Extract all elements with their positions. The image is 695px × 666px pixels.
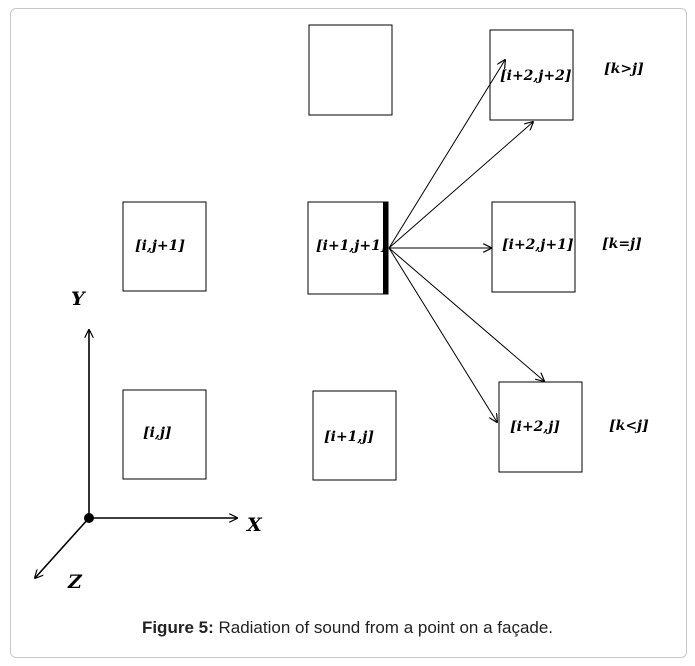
cell-i-j1	[122, 201, 207, 292]
ray-to-i2-j2-upper	[388, 60, 505, 249]
cell-i-j	[122, 389, 207, 480]
facade-segment	[383, 202, 388, 294]
label-i2-j1: [i+2,j+1]	[502, 237, 574, 253]
cell-top-empty	[308, 24, 393, 116]
figure-caption: Figure 5: Radiation of sound from a poin…	[0, 618, 695, 638]
condition-k-gt-j: [k>j]	[604, 61, 644, 77]
origin-point	[84, 513, 94, 523]
caption-text: Radiation of sound from a point on a faç…	[213, 618, 554, 637]
z-axis-label: Z	[67, 571, 83, 593]
coordinate-axes	[35, 330, 237, 578]
caption-label: Figure 5:	[141, 618, 214, 637]
cell-i2-j	[498, 381, 583, 473]
label-i-j: [i,j]	[143, 425, 172, 441]
ray-to-i2-j2-lower	[388, 122, 533, 249]
cell-i1-j	[312, 390, 397, 481]
radiation-rays	[388, 60, 544, 422]
label-i1-j: [i+1,j]	[324, 429, 374, 445]
x-axis-label: X	[246, 514, 263, 536]
cell-i1-j1	[307, 201, 389, 295]
y-axis-label: Y	[71, 288, 87, 310]
condition-k-lt-j: [k<j]	[609, 418, 649, 434]
ray-to-i2-j-upper	[388, 247, 544, 381]
z-axis	[35, 517, 90, 578]
label-i2-j2: [i+2,j+2]	[500, 68, 572, 84]
cell-i2-j1	[491, 201, 576, 293]
figure-frame	[10, 8, 687, 658]
label-i-j1: [i,j+1]	[135, 238, 185, 254]
ray-to-i2-j-lower	[388, 247, 497, 422]
label-i2-j: [i+2,j]	[510, 419, 560, 435]
cell-i2-j2	[489, 29, 574, 121]
label-i1-j1: [i+1,j+1]	[316, 238, 388, 254]
condition-k-eq-j: [k=j]	[602, 236, 642, 252]
